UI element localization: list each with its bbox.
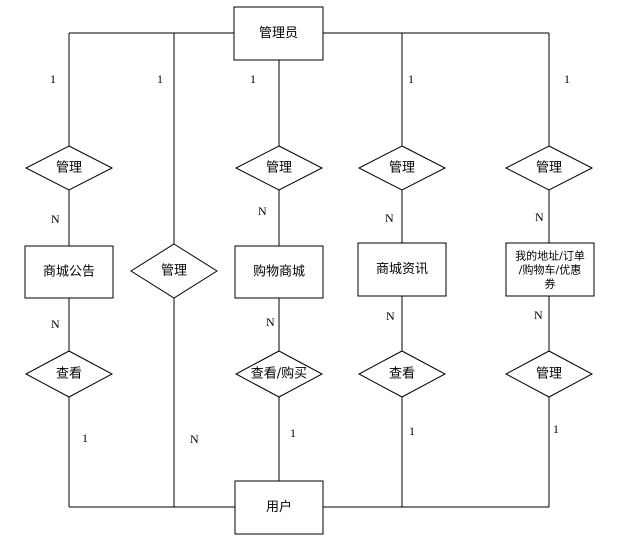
relationship-admin-my-items-label: 管理 bbox=[536, 161, 562, 176]
relationship-user-mall-label: 查看/购买 bbox=[251, 366, 307, 382]
cardinality-mall-upper: N bbox=[258, 204, 267, 218]
entity-my-items-line-3: 券 bbox=[545, 277, 556, 291]
entity-admin: 管理员 bbox=[233, 6, 324, 61]
relationship-user-my-items-label: 管理 bbox=[536, 367, 562, 382]
cardinality-notice-upper: N bbox=[51, 212, 60, 226]
cardinality-news-lower: N bbox=[386, 309, 395, 323]
cardinality-labels: 1 1 1 1 1 N N N N N N N N 1 N 1 1 1 bbox=[50, 72, 570, 446]
entity-news: 商城资讯 bbox=[357, 242, 447, 297]
relationship-user-news-label: 查看 bbox=[389, 366, 415, 382]
relationship-user-notice-label: 查看 bbox=[56, 366, 82, 382]
cardinality-admin-notice: 1 bbox=[50, 72, 56, 86]
cardinality-user-news: 1 bbox=[409, 424, 415, 438]
cardinality-user-my-items: 1 bbox=[553, 422, 559, 436]
cardinality-user-mall: 1 bbox=[290, 426, 296, 440]
cardinality-mall-lower: N bbox=[266, 315, 275, 329]
relationship-admin-news-label: 管理 bbox=[389, 161, 415, 176]
entity-my-items: 我的地址/订单 /购物车/优惠 券 bbox=[505, 242, 595, 297]
cardinality-admin-news: 1 bbox=[408, 72, 414, 86]
entity-mall-label: 购物商城 bbox=[253, 264, 305, 280]
entity-user: 用户 bbox=[234, 480, 324, 535]
entity-my-items-line-1: 我的地址/订单 bbox=[515, 249, 585, 263]
cardinality-user-user-rel: N bbox=[190, 432, 199, 446]
entity-mall: 购物商城 bbox=[234, 245, 324, 299]
relationship-admin-news: 管理 bbox=[357, 145, 447, 191]
entity-admin-label: 管理员 bbox=[259, 26, 298, 41]
connector-lines bbox=[68, 32, 550, 508]
cardinality-user-notice: 1 bbox=[82, 431, 88, 445]
relationship-admin-user-label: 管理 bbox=[161, 264, 187, 279]
cardinality-my-items-upper: N bbox=[535, 210, 544, 224]
cardinality-admin-my-items: 1 bbox=[564, 72, 570, 86]
cardinality-admin-user-rel: 1 bbox=[157, 72, 163, 86]
relationship-admin-my-items: 管理 bbox=[504, 145, 594, 191]
cardinality-news-upper: N bbox=[385, 211, 394, 225]
entity-my-items-line-2: /购物车/优惠 bbox=[519, 263, 581, 277]
relationship-admin-mall-label: 管理 bbox=[266, 161, 292, 176]
entity-notice: 商城公告 bbox=[24, 245, 114, 299]
relationship-user-notice: 查看 bbox=[24, 350, 114, 398]
entity-notice-label: 商城公告 bbox=[43, 265, 95, 280]
relationship-admin-notice-label: 管理 bbox=[56, 161, 82, 176]
relationship-admin-mall: 管理 bbox=[234, 145, 324, 191]
relationship-admin-notice: 管理 bbox=[24, 145, 114, 191]
relationship-user-my-items: 管理 bbox=[504, 350, 594, 398]
entity-news-label: 商城资讯 bbox=[376, 262, 428, 277]
relationship-admin-user: 管理 bbox=[130, 243, 218, 299]
cardinality-notice-lower: N bbox=[51, 317, 60, 331]
cardinality-my-items-lower: N bbox=[534, 308, 543, 322]
relationship-user-mall: 查看/购买 bbox=[234, 350, 324, 398]
entity-user-label: 用户 bbox=[266, 499, 292, 515]
relationship-user-news: 查看 bbox=[357, 350, 447, 398]
cardinality-admin-mall: 1 bbox=[250, 72, 256, 86]
